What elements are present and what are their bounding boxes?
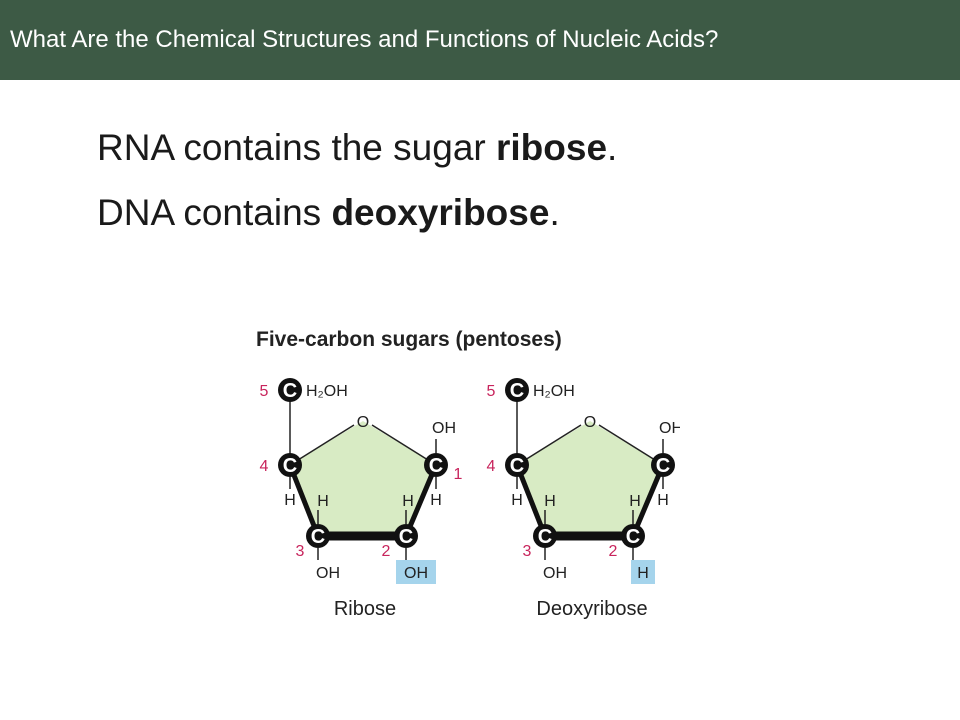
deoxyribose-bond-c1-c2 (630, 464, 666, 537)
ribose-carbon-3 (306, 524, 330, 548)
dna-statement-text: DNA contains (97, 192, 332, 233)
deoxyribose-c3-oh: OH (543, 565, 567, 582)
ribose-number-5: 5 (260, 383, 269, 400)
figure-title: Five-carbon sugars (pentoses) (256, 328, 562, 351)
rna-statement-period: . (607, 127, 618, 168)
deoxyribose-carbon-3 (533, 524, 557, 548)
pentose-figure: Five-carbon sugars (pentoses) C C C C C H₂OH O… (240, 318, 680, 628)
ribose-number-1: 1 (454, 466, 463, 483)
ribose-c2-h: H (402, 493, 414, 510)
ribose-carbon-5-symbol: C (283, 380, 297, 402)
ribose-c3-oh: OH (316, 565, 340, 582)
deoxyribose-bond-c4-o (516, 424, 582, 466)
deoxyribose-carbon-4-symbol: C (510, 455, 524, 477)
deoxyribose-carbon-4 (505, 453, 529, 477)
ribose-number-2: 2 (382, 543, 391, 560)
ribose-carbon-1 (424, 453, 448, 477)
ribose-c4-h: H (284, 492, 296, 509)
deoxyribose-name: Deoxyribose (536, 598, 647, 620)
ribose-number-3: 3 (296, 543, 305, 560)
deoxyribose-ring-fill (517, 421, 663, 536)
ribose-name: Ribose (334, 598, 396, 620)
deoxyribose-c2-group: H (637, 565, 649, 582)
rna-statement-text: RNA contains the sugar (97, 127, 496, 168)
deoxyribose-c5-h2oh: H₂OH (533, 383, 575, 400)
ribose-carbon-4 (278, 453, 302, 477)
ribose-c3-h: H (317, 493, 329, 510)
ribose-carbon-2-symbol: C (399, 526, 413, 548)
dna-sugar-name: deoxyribose (331, 192, 550, 233)
ribose-number-4: 4 (260, 458, 269, 475)
deoxyribose-carbon-1 (651, 453, 675, 477)
rna-sugar-name: ribose (496, 127, 608, 168)
deoxyribose-c1-h: H (657, 492, 669, 509)
ribose-carbon-2 (394, 524, 418, 548)
ribose-ring-fill (290, 421, 436, 536)
ribose-c1-h: H (430, 492, 442, 509)
deoxyribose-c4-h: H (511, 492, 523, 509)
slide-header: What Are the Chemical Structures and Fun… (0, 0, 960, 80)
ribose-c1-oh: OH (432, 420, 456, 437)
slide-title: What Are the Chemical Structures and Fun… (10, 26, 719, 53)
rna-statement: RNA contains the sugar ribose. (97, 127, 617, 169)
ribose-bond-c4-c3 (287, 464, 321, 537)
deoxyribose-c2-highlight (631, 560, 655, 584)
deoxyribose-bond-c4-c3 (514, 464, 548, 537)
deoxyribose-bond-o-c1 (598, 424, 664, 466)
ribose-carbon-5 (278, 378, 302, 402)
ribose-c2-group: OH (404, 565, 428, 582)
ribose-c5-h2oh: H₂OH (306, 383, 348, 400)
ribose-carbon-1-symbol: C (429, 455, 443, 477)
deoxyribose-carbon-5-symbol: C (510, 380, 524, 402)
deoxyribose-carbon-2-symbol: C (626, 526, 640, 548)
deoxyribose-carbon-5 (505, 378, 529, 402)
ribose-c2-highlight (396, 560, 436, 584)
deoxyribose-number-2: 2 (609, 543, 618, 560)
deoxyribose-c2-h: H (629, 493, 641, 510)
deoxyribose-c1-oh: OH (659, 420, 680, 437)
ribose-carbon-4-symbol: C (283, 455, 297, 477)
deoxyribose-ring-oxygen: O (584, 414, 596, 431)
deoxyribose-carbon-1-symbol: C (656, 455, 670, 477)
deoxyribose-c3-h: H (544, 493, 556, 510)
deoxyribose-number-3: 3 (523, 543, 532, 560)
ribose-bond-c1-c2 (403, 464, 439, 537)
ribose-bond-c4-o (289, 424, 355, 466)
dna-statement: DNA contains deoxyribose. (97, 192, 560, 234)
deoxyribose-carbon-3-symbol: C (538, 526, 552, 548)
ribose-bond-o-c1 (371, 424, 437, 466)
deoxyribose-number-4: 4 (487, 458, 496, 475)
dna-statement-period: . (549, 192, 560, 233)
deoxyribose-carbon-2 (621, 524, 645, 548)
deoxyribose-number-5: 5 (487, 383, 496, 400)
ribose-carbon-3-symbol: C (311, 526, 325, 548)
ribose-ring-oxygen: O (357, 414, 369, 431)
